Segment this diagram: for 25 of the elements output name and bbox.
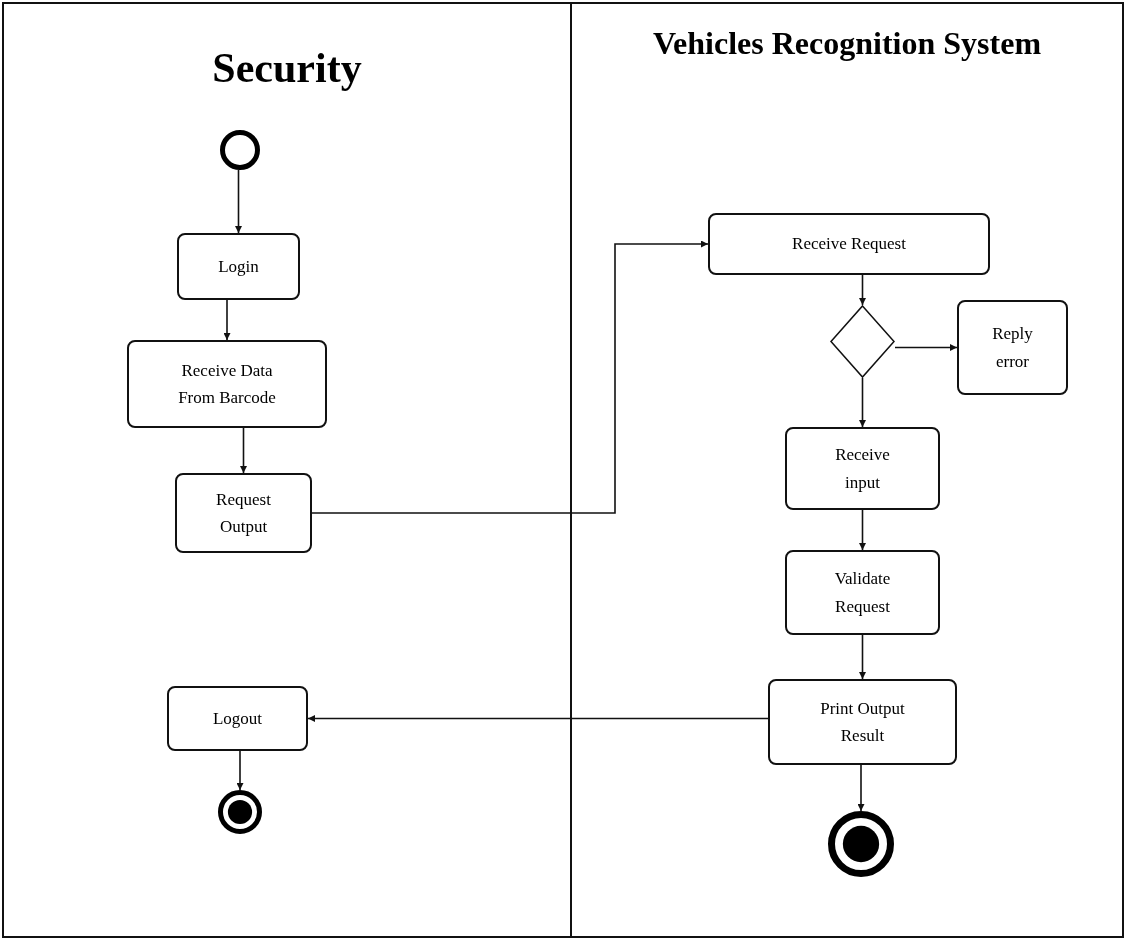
arrow [240,427,247,474]
arrow [859,274,866,306]
swimlane [2,2,572,938]
activity-box: Logout [167,686,308,751]
lane-heading: Vehicles Recognition System [651,24,1043,62]
arrow [235,169,242,234]
lane-heading: Security [211,43,363,92]
arrow [859,634,866,680]
arrow [894,344,958,351]
swimlane [570,2,1124,938]
arrow [307,715,769,722]
arrow [236,750,244,791]
arrow [311,240,709,514]
arrow [223,299,231,341]
arrow [859,509,866,551]
activity-box: Receive Data From Barcode [127,340,327,428]
activity-box: Validate Request [785,550,940,635]
activity-box: Receive input [785,427,940,510]
arrow [857,764,865,812]
arrow [859,377,866,428]
activity-box: Reply error [957,300,1068,395]
activity-box: Request Output [175,473,312,553]
activity-box: Print Output Result [768,679,957,765]
activity-box: Login [177,233,300,300]
activity-box: Receive Request [708,213,990,275]
